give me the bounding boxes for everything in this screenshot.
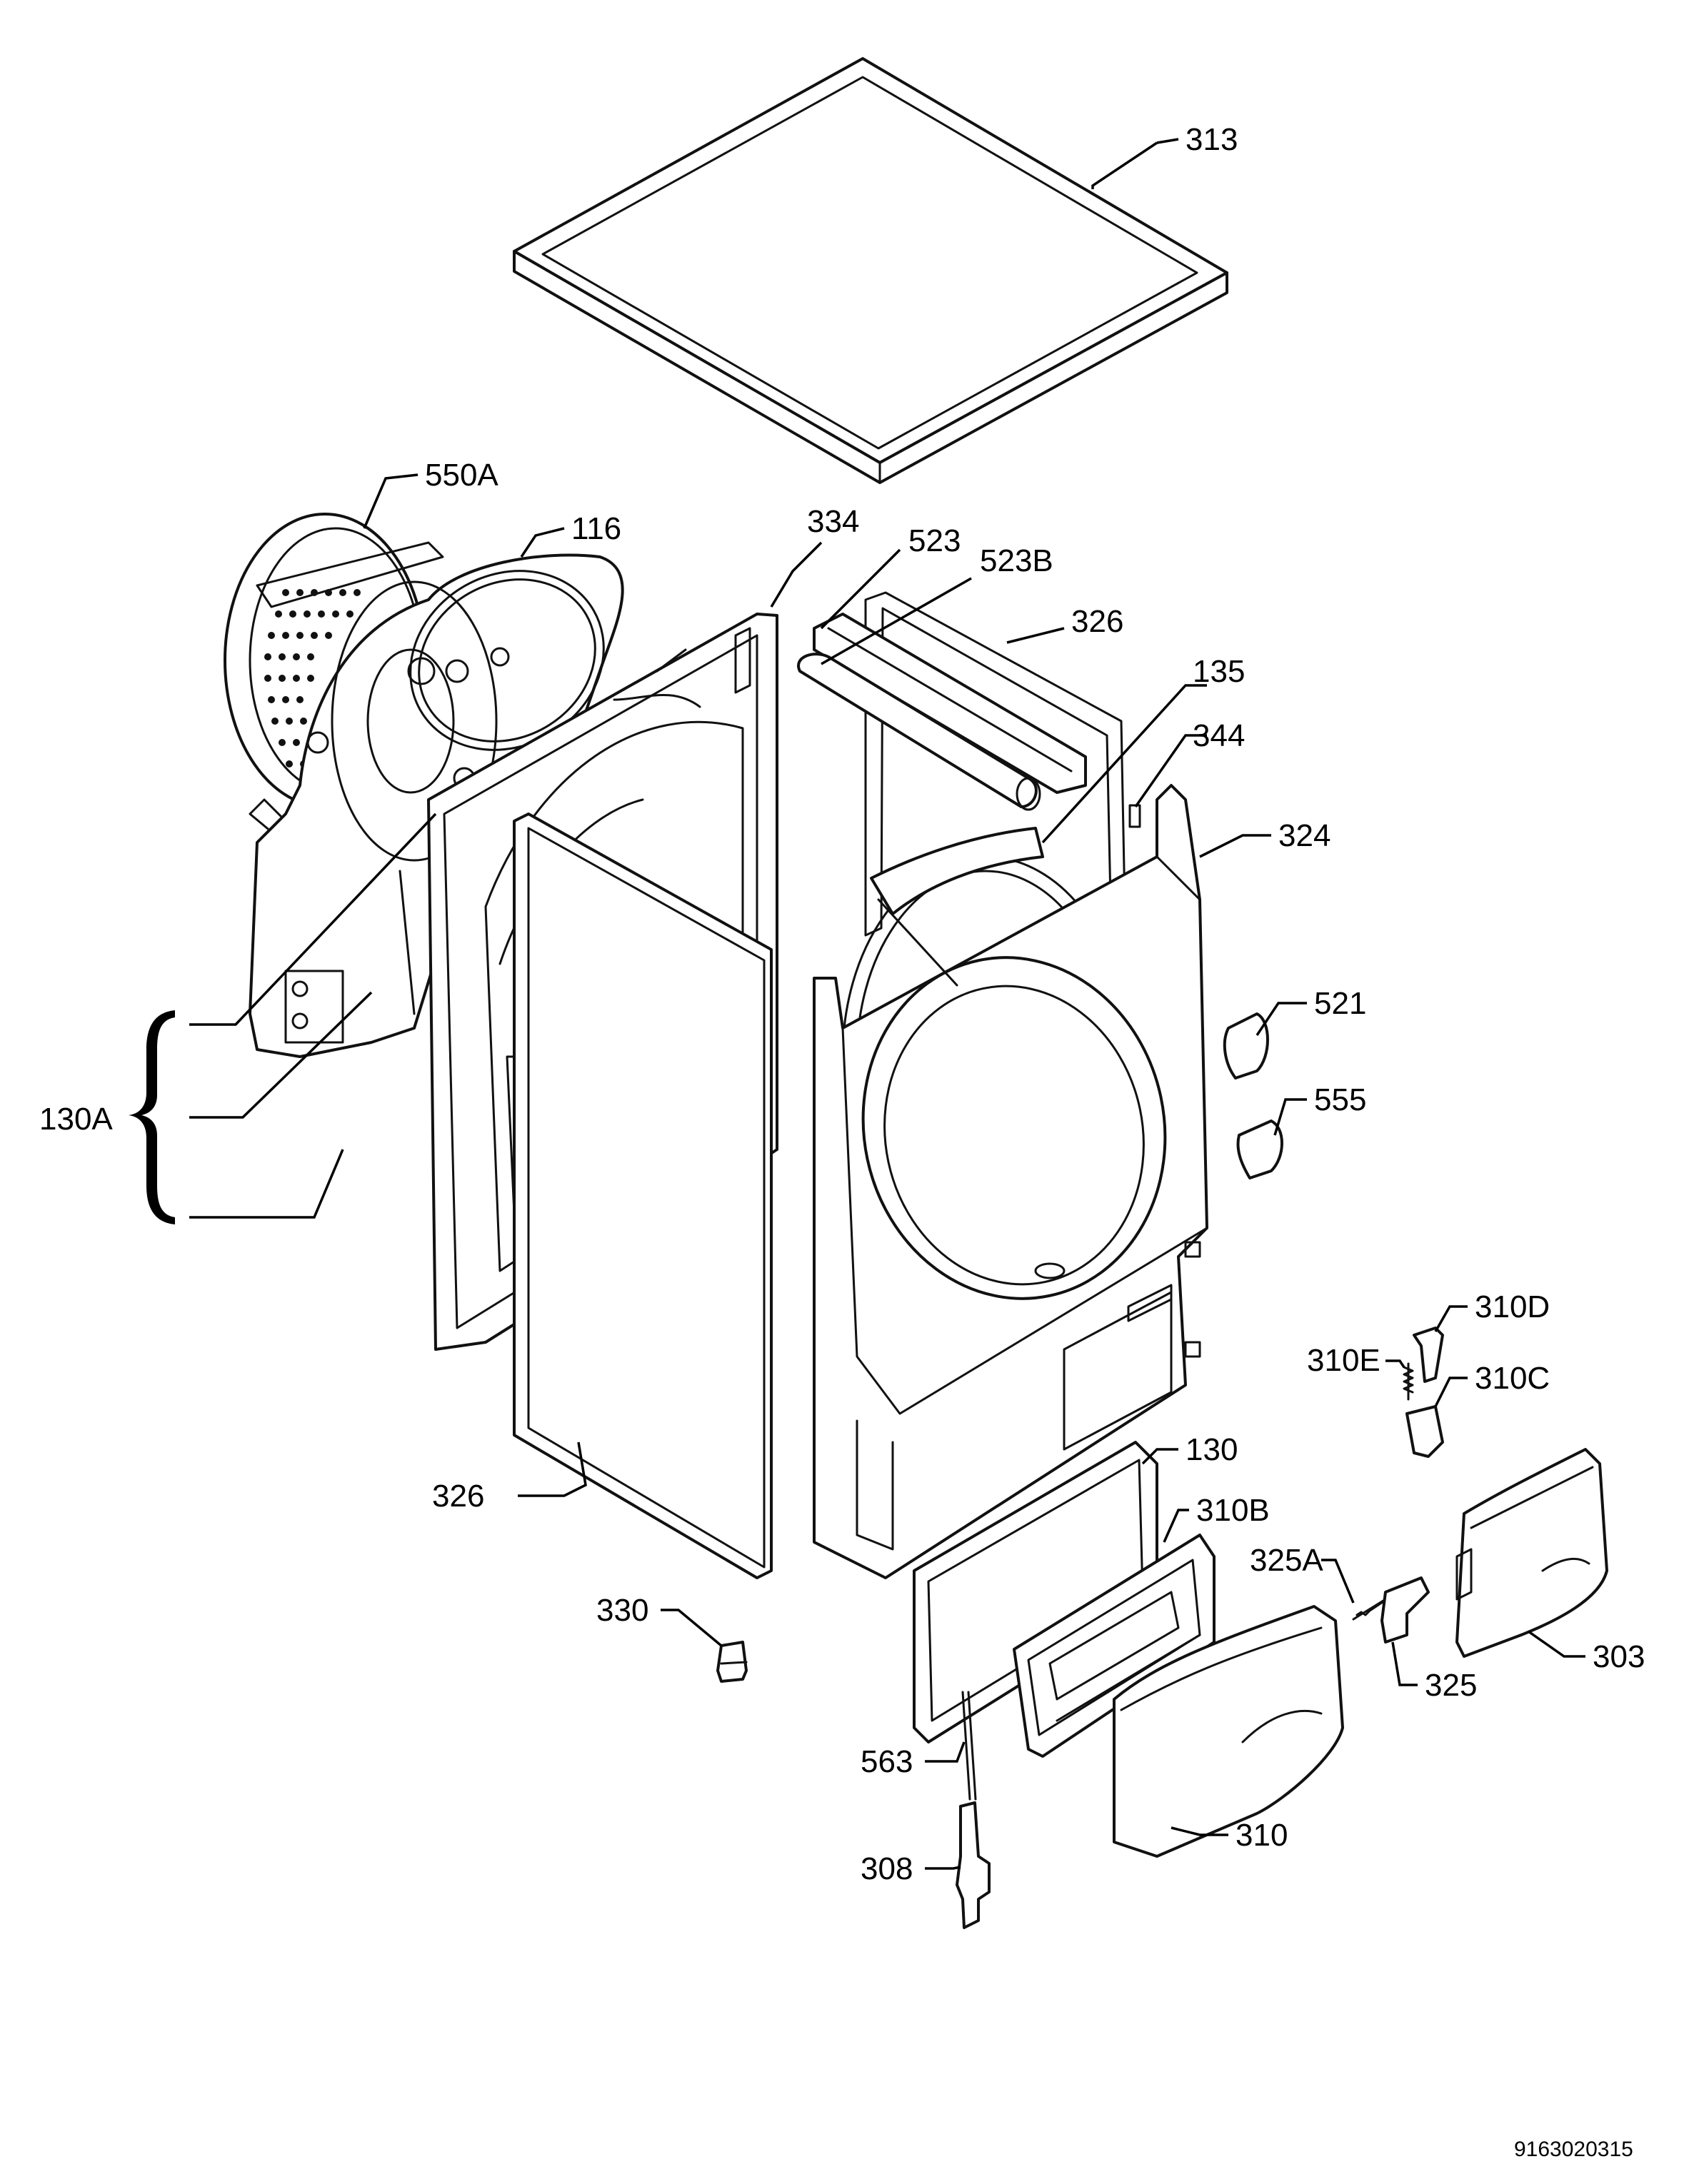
callout-310C: 310C <box>1475 1361 1550 1396</box>
callout-550A: 550A <box>425 458 498 493</box>
leader-lines <box>189 138 1585 1870</box>
callout-521: 521 <box>1314 986 1366 1021</box>
callout-555: 555 <box>1314 1082 1366 1117</box>
callout-303: 303 <box>1593 1639 1645 1674</box>
document-code: 9163020315 <box>1514 2138 1633 2161</box>
callout-523B: 523B <box>980 543 1053 578</box>
callout-116: 116 <box>571 511 621 546</box>
part-555-cover <box>1236 1119 1283 1179</box>
callout-310: 310 <box>1236 1818 1288 1853</box>
callout-130A: 130A <box>39 1102 113 1137</box>
callout-326-top: 326 <box>1071 604 1123 639</box>
part-135-drum-lip <box>870 827 1044 987</box>
callout-523: 523 <box>908 523 961 558</box>
callout-310B: 310B <box>1196 1493 1270 1528</box>
callout-324: 324 <box>1278 818 1330 853</box>
part-563-rod <box>961 1691 977 1801</box>
part-521-cover <box>1223 1012 1269 1080</box>
part-324-front-panel <box>813 784 1208 1579</box>
part-310C-button <box>1405 1405 1444 1458</box>
callout-325A: 325A <box>1250 1543 1323 1578</box>
part-310B-frame <box>1013 1534 1216 1758</box>
callout-344: 344 <box>1193 718 1245 753</box>
part-325A-spring <box>1352 1598 1387 1621</box>
callout-563: 563 <box>861 1744 913 1779</box>
callout-310D: 310D <box>1475 1289 1550 1324</box>
part-310-filter-door <box>1113 1605 1344 1858</box>
part-326-frame-seal-top <box>864 591 1126 937</box>
callout-330: 330 <box>596 1593 648 1628</box>
part-325-latch <box>1380 1576 1430 1644</box>
callout-310E: 310E <box>1307 1343 1380 1378</box>
brace-130A <box>129 1010 175 1224</box>
part-330-foot <box>716 1641 748 1683</box>
part-326-side-panel <box>513 812 773 1579</box>
part-313-top-panel <box>513 57 1228 484</box>
callout-labels: 313 550A 116 334 523 523B 326 135 344 32… <box>39 122 1645 1886</box>
callout-334: 334 <box>807 504 859 539</box>
callout-135: 135 <box>1193 654 1245 689</box>
callout-326-bottom: 326 <box>432 1479 484 1514</box>
callout-130: 130 <box>1186 1432 1238 1467</box>
part-523-filter-rail <box>813 613 1087 794</box>
part-308-bracket <box>956 1801 991 1929</box>
part-344-clip <box>1128 804 1141 828</box>
part-303-cover <box>1455 1448 1608 1658</box>
callout-325: 325 <box>1425 1668 1477 1703</box>
part-310E-spring <box>1403 1362 1414 1401</box>
grille-perforations <box>264 589 361 768</box>
part-310D-lever <box>1413 1327 1444 1383</box>
part-523B-roller <box>797 653 1041 811</box>
callout-308: 308 <box>861 1851 913 1886</box>
callout-313: 313 <box>1186 122 1238 157</box>
